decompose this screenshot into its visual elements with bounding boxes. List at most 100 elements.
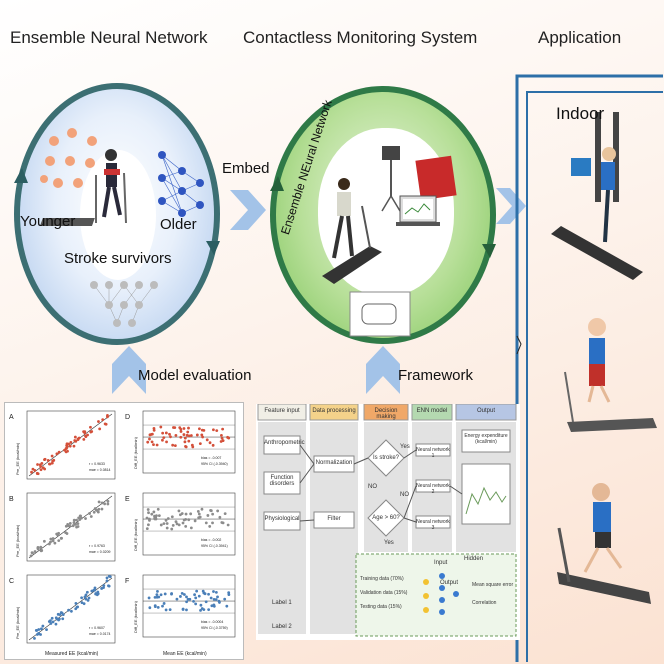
scatter-point (40, 549, 43, 552)
scatter-point (64, 531, 67, 535)
scatter-point (87, 596, 91, 600)
fit-line (28, 577, 113, 641)
ba-point (156, 507, 160, 511)
scatter-point (61, 613, 65, 617)
ba-point (197, 512, 201, 516)
scatter-mae: mae = 0.0814 (89, 468, 111, 472)
treadmill-person-icon (39, 149, 127, 226)
ba-point (212, 428, 215, 432)
scatter-point (92, 588, 96, 592)
ba-point (207, 592, 210, 596)
scatter-point (70, 609, 73, 613)
panel-letter-ba: E (125, 496, 130, 503)
ba-point (157, 595, 161, 599)
ba-point (187, 439, 191, 443)
scatter-point (72, 444, 76, 448)
ring-arrow-left-2 (270, 176, 284, 191)
scatter-point (36, 463, 39, 466)
ba-point (223, 597, 227, 601)
ba-point (216, 509, 220, 513)
sensor-board-icon (415, 155, 457, 201)
scatter-ylabel: Pre_EE (kcal/min) (15, 606, 20, 639)
fc-header-enn: ENN model (416, 408, 448, 414)
ba-point (186, 597, 190, 601)
ba-point (145, 527, 149, 531)
ba-point (166, 517, 170, 520)
ba-point (196, 510, 200, 513)
scatter-point (100, 501, 104, 505)
scatter-point (80, 596, 84, 600)
scatter-point (37, 628, 41, 631)
ba-point (164, 608, 168, 612)
ba-point (152, 443, 155, 447)
panel-letter: A (9, 414, 14, 421)
older-label: Older (160, 216, 197, 233)
ba-point (220, 437, 224, 440)
ba-point (182, 433, 186, 436)
framework-label: Framework (398, 367, 474, 384)
scatter-point (93, 586, 97, 590)
ba-point (226, 523, 230, 527)
header-ensemble: Ensemble Neural Network (10, 28, 208, 47)
ba-point (214, 591, 218, 594)
fc-header-feature: Feature input (264, 408, 300, 414)
ba-point (187, 518, 191, 522)
fc-label-1: Label 1 (272, 600, 292, 606)
panel-letter-ba: D (125, 414, 130, 421)
ba-point (161, 604, 164, 608)
ba-point (193, 593, 196, 597)
ba-bias: bias = -0.007 (201, 456, 221, 460)
scatter-point (75, 605, 79, 609)
ba-point (170, 515, 174, 519)
scatter-point (106, 415, 109, 419)
scatter-point (51, 620, 55, 624)
scatter-point (94, 508, 98, 512)
ba-point (180, 591, 184, 595)
fc-no-2: NO (400, 492, 409, 498)
ba-point (173, 426, 177, 429)
ba-point (181, 521, 185, 525)
ba-ylabel: Diff_EE (kcal/min) (133, 436, 138, 469)
fc-filter: Filter (327, 516, 341, 522)
fc-input-anthro: Anthropometric (264, 440, 305, 446)
fc-nn-output: Output (440, 580, 459, 586)
scatter-point (106, 502, 110, 506)
ba-point (159, 593, 163, 597)
scatter-point (80, 601, 84, 605)
application-frame (515, 74, 663, 662)
fc-yes-1: Yes (400, 444, 410, 450)
fc-output-ee: Energy expenditure (kcal/min) (464, 433, 508, 445)
scatter-point (69, 441, 73, 444)
ba-point (202, 429, 206, 432)
scatter-point (107, 584, 111, 588)
scatter-point (54, 622, 58, 626)
scatter-point (77, 516, 81, 520)
fc-header-processing: Data processing (312, 408, 356, 414)
scatter-point (65, 442, 69, 446)
scatter-point (39, 465, 43, 468)
ba-point (183, 440, 187, 444)
ba-point (165, 526, 169, 530)
ba-point (211, 512, 215, 516)
scatter-r: r = 0.9633 (89, 462, 105, 466)
ring-arrow-left (14, 168, 28, 183)
sensor-device-icon (349, 291, 411, 337)
ba-point (187, 426, 190, 430)
scatter-point (68, 524, 72, 528)
ba-point (164, 431, 168, 435)
fc-mse: Mean square error (472, 582, 514, 588)
model-eval-arrow-icon (112, 346, 146, 394)
scatter-point (50, 616, 54, 620)
scatter-point (45, 628, 48, 632)
ba-point (174, 433, 178, 437)
ba-point (150, 440, 154, 444)
ba-point (186, 430, 190, 434)
scatter-point (102, 586, 105, 590)
scatter-point (39, 545, 43, 549)
camera-icon (381, 146, 401, 212)
scatter-point (102, 584, 106, 587)
scatter-ylabel: Pre_EE (kcal/min) (15, 524, 20, 557)
ba-point (212, 598, 216, 601)
ba-point (162, 522, 166, 526)
ba-point (157, 514, 161, 518)
